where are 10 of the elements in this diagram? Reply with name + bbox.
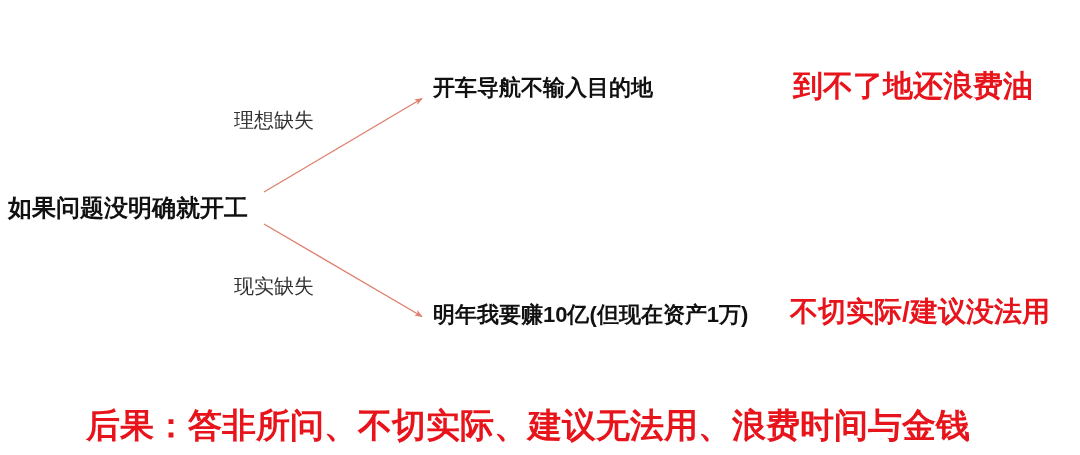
conclusion-text: 后果：答非所问、不切实际、建议无法用、浪费时间与金钱 [86,405,970,445]
consequence-text: 不切实际/建议没法用 [790,295,1050,329]
consequence-text: 到不了地还浪费油 [793,68,1033,104]
arrow [263,223,423,318]
example-text: 开车导航不输入目的地 [422,73,653,103]
arrow [263,97,423,193]
edge-label: 理想缺失 [234,108,314,132]
example-text: 明年我要赚10亿(但现在资产1万) [422,300,749,330]
edge-label: 现实缺失 [234,274,314,298]
statement-text: 如果问题没明确就开工 [8,190,264,226]
